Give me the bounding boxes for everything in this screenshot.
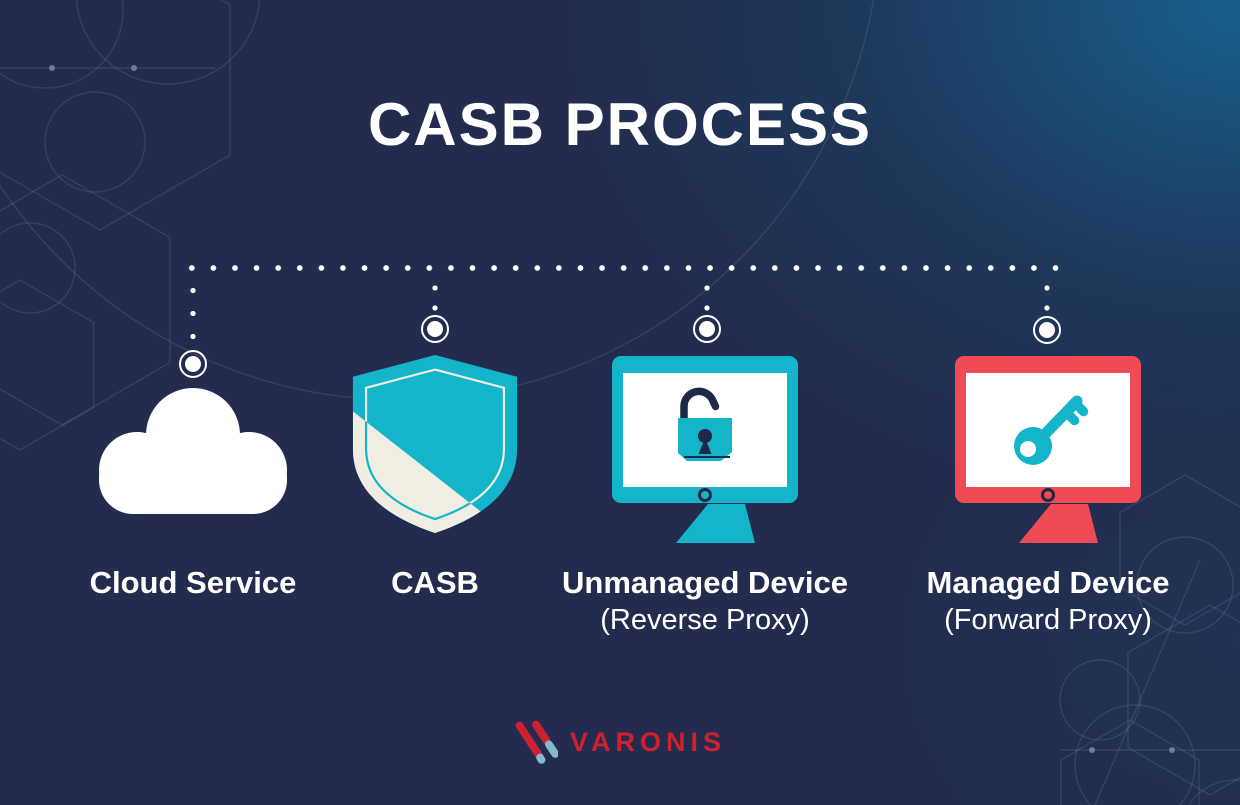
- node-label: Cloud Service: [89, 565, 297, 600]
- connector-node-ring-4: [1033, 316, 1061, 344]
- node-sublabel: (Forward Proxy): [944, 604, 1152, 636]
- connector-line-horizontal: [181, 265, 1059, 271]
- monitor-unlock-icon: [612, 356, 798, 543]
- node-label: CASB: [391, 565, 479, 600]
- shield-icon: [352, 355, 518, 533]
- varonis-logo: VARONIS: [0, 714, 1240, 770]
- varonis-logo-text: VARONIS: [569, 726, 726, 757]
- node-sublabel: (Reverse Proxy): [600, 604, 810, 636]
- connector-node-ring-2: [421, 315, 449, 343]
- node-label: Managed Device: [926, 565, 1170, 600]
- connector-line-vertical-3: [704, 278, 710, 320]
- connector-node-ring-1: [179, 350, 207, 378]
- node-managed-device: Managed Device (Forward Proxy): [828, 566, 1240, 637]
- node-label: Unmanaged Device: [562, 565, 848, 600]
- connector-line-vertical-1: [190, 279, 196, 345]
- monitor-stand: [676, 504, 755, 543]
- connector-node-ring-3: [693, 315, 721, 343]
- cloud-icon: [99, 388, 287, 514]
- unlocked-padlock-icon: [678, 387, 732, 461]
- node-unmanaged-device: Unmanaged Device (Reverse Proxy): [485, 566, 925, 637]
- key-icon: [1014, 395, 1089, 465]
- connector-line-vertical-2: [432, 278, 438, 320]
- page-title: CASB PROCESS: [367, 91, 873, 158]
- node-cloud-service: Cloud Service: [0, 566, 413, 604]
- varonis-logo-mark-icon: [515, 720, 558, 764]
- monitor-key-icon: [955, 356, 1141, 543]
- connector-line-vertical-4: [1044, 278, 1050, 320]
- monitor-stand: [1019, 504, 1098, 543]
- node-casb: CASB: [215, 566, 655, 604]
